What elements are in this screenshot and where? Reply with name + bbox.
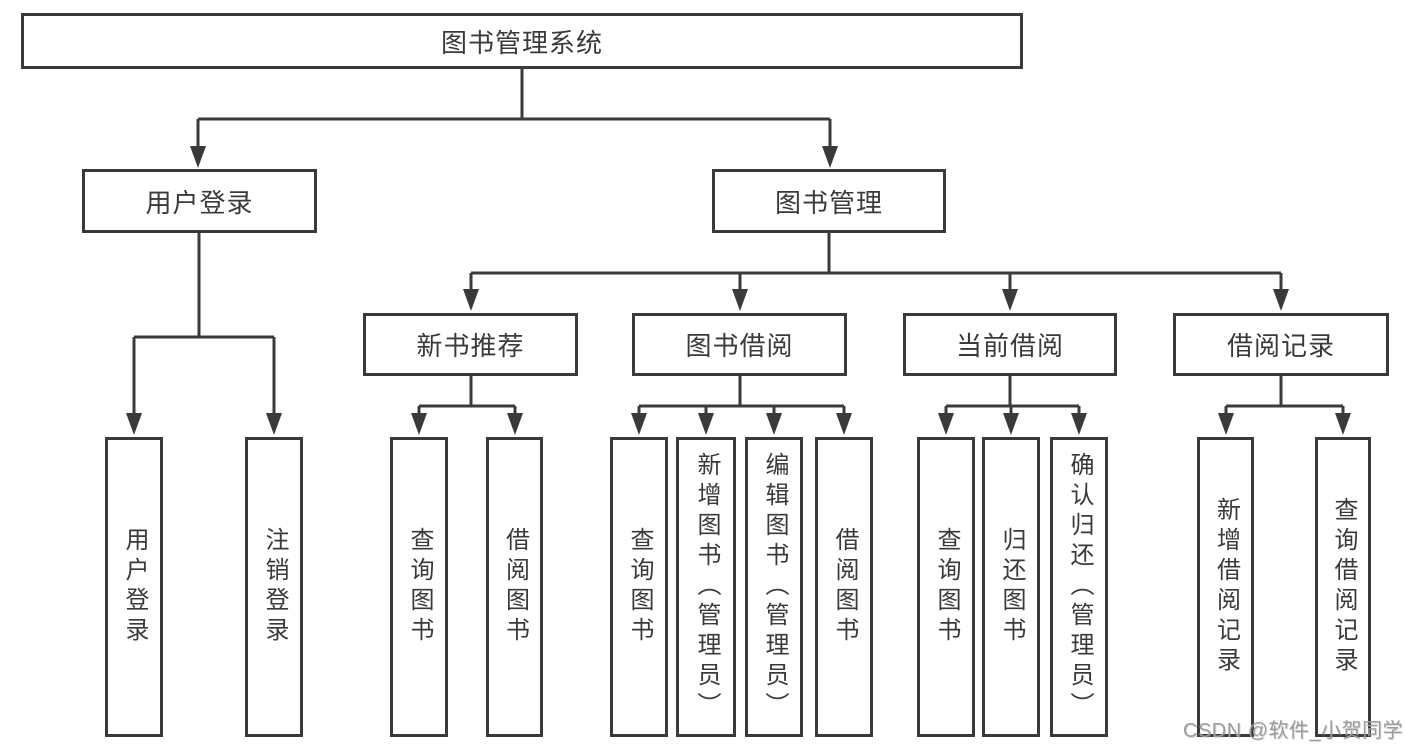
- leaf-borrow-books-borrowing: 借阅图书: [815, 437, 873, 737]
- node-new-book-recommend-label: 新书推荐: [416, 331, 525, 361]
- leaf-query-books-recommend-label: 查询图书: [406, 527, 433, 647]
- leaf-edit-book-admin-label: 编辑图书（管理员）: [761, 452, 788, 722]
- leaf-add-borrow-record-label: 新增借阅记录: [1212, 497, 1240, 677]
- leaf-borrow-books-recommend: 借阅图书: [486, 437, 543, 737]
- leaf-borrow-books-recommend-label: 借阅图书: [501, 527, 529, 647]
- csdn-watermark: CSDN @软件_小贺同学: [1183, 720, 1404, 742]
- node-user-login-label: 用户登录: [145, 187, 254, 218]
- leaf-query-borrow-record-label: 查询借阅记录: [1330, 497, 1357, 677]
- leaf-query-books-recommend: 查询图书: [390, 437, 448, 737]
- leaf-query-borrow-record: 查询借阅记录: [1315, 437, 1371, 737]
- leaf-user-login: 用户登录: [105, 437, 163, 737]
- connector-book-borrowing-to-leaves: [631, 376, 852, 435]
- leaf-confirm-return-admin-label: 确认归还（管理员）: [1066, 452, 1093, 722]
- connector-current-borrowing-to-leaves: [938, 376, 1087, 435]
- leaf-add-borrow-record: 新增借阅记录: [1197, 437, 1254, 737]
- leaf-query-books-borrowing: 查询图书: [610, 437, 668, 737]
- node-root: 图书管理系统: [21, 13, 1023, 69]
- leaf-edit-book-admin: 编辑图书（管理员）: [745, 437, 803, 737]
- node-borrowing-records-label: 借阅记录: [1226, 331, 1335, 361]
- node-book-management: 图书管理: [712, 169, 946, 233]
- node-user-login: 用户登录: [82, 169, 317, 233]
- connector-borrowing-records-to-leaves: [1218, 376, 1351, 435]
- node-book-borrowing-label: 图书借阅: [685, 331, 794, 361]
- connector-user-login-to-leaves: [126, 233, 282, 435]
- node-book-borrowing: 图书借阅: [632, 313, 847, 376]
- leaf-add-book-admin: 新增图书（管理员）: [676, 437, 736, 737]
- node-book-management-label: 图书管理: [774, 187, 883, 218]
- leaf-query-books-current-label: 查询图书: [933, 527, 960, 647]
- connector-new-book-recommend-to-leaves: [411, 376, 523, 435]
- leaf-query-books-borrowing-label: 查询图书: [626, 527, 653, 647]
- leaf-return-book: 归还图书: [982, 437, 1040, 737]
- node-current-borrowing: 当前借阅: [903, 313, 1117, 376]
- leaf-query-books-current: 查询图书: [917, 437, 975, 737]
- leaf-confirm-return-admin: 确认归还（管理员）: [1050, 437, 1108, 737]
- node-borrowing-records: 借阅记录: [1173, 313, 1389, 376]
- leaf-user-login-label: 用户登录: [121, 527, 148, 647]
- node-root-label: 图书管理系统: [440, 27, 603, 58]
- leaf-add-book-admin-label: 新增图书（管理员）: [693, 452, 720, 722]
- node-new-book-recommend: 新书推荐: [363, 313, 578, 376]
- connector-book-management-to-level3: [463, 233, 1289, 311]
- leaf-return-book-label: 归还图书: [998, 527, 1025, 647]
- node-current-borrowing-label: 当前借阅: [955, 331, 1064, 361]
- connector-root-to-level2: [190, 69, 838, 168]
- leaf-logout-label: 注销登录: [261, 527, 288, 647]
- leaf-logout: 注销登录: [245, 437, 303, 737]
- leaf-borrow-books-borrowing-label: 借阅图书: [831, 527, 858, 647]
